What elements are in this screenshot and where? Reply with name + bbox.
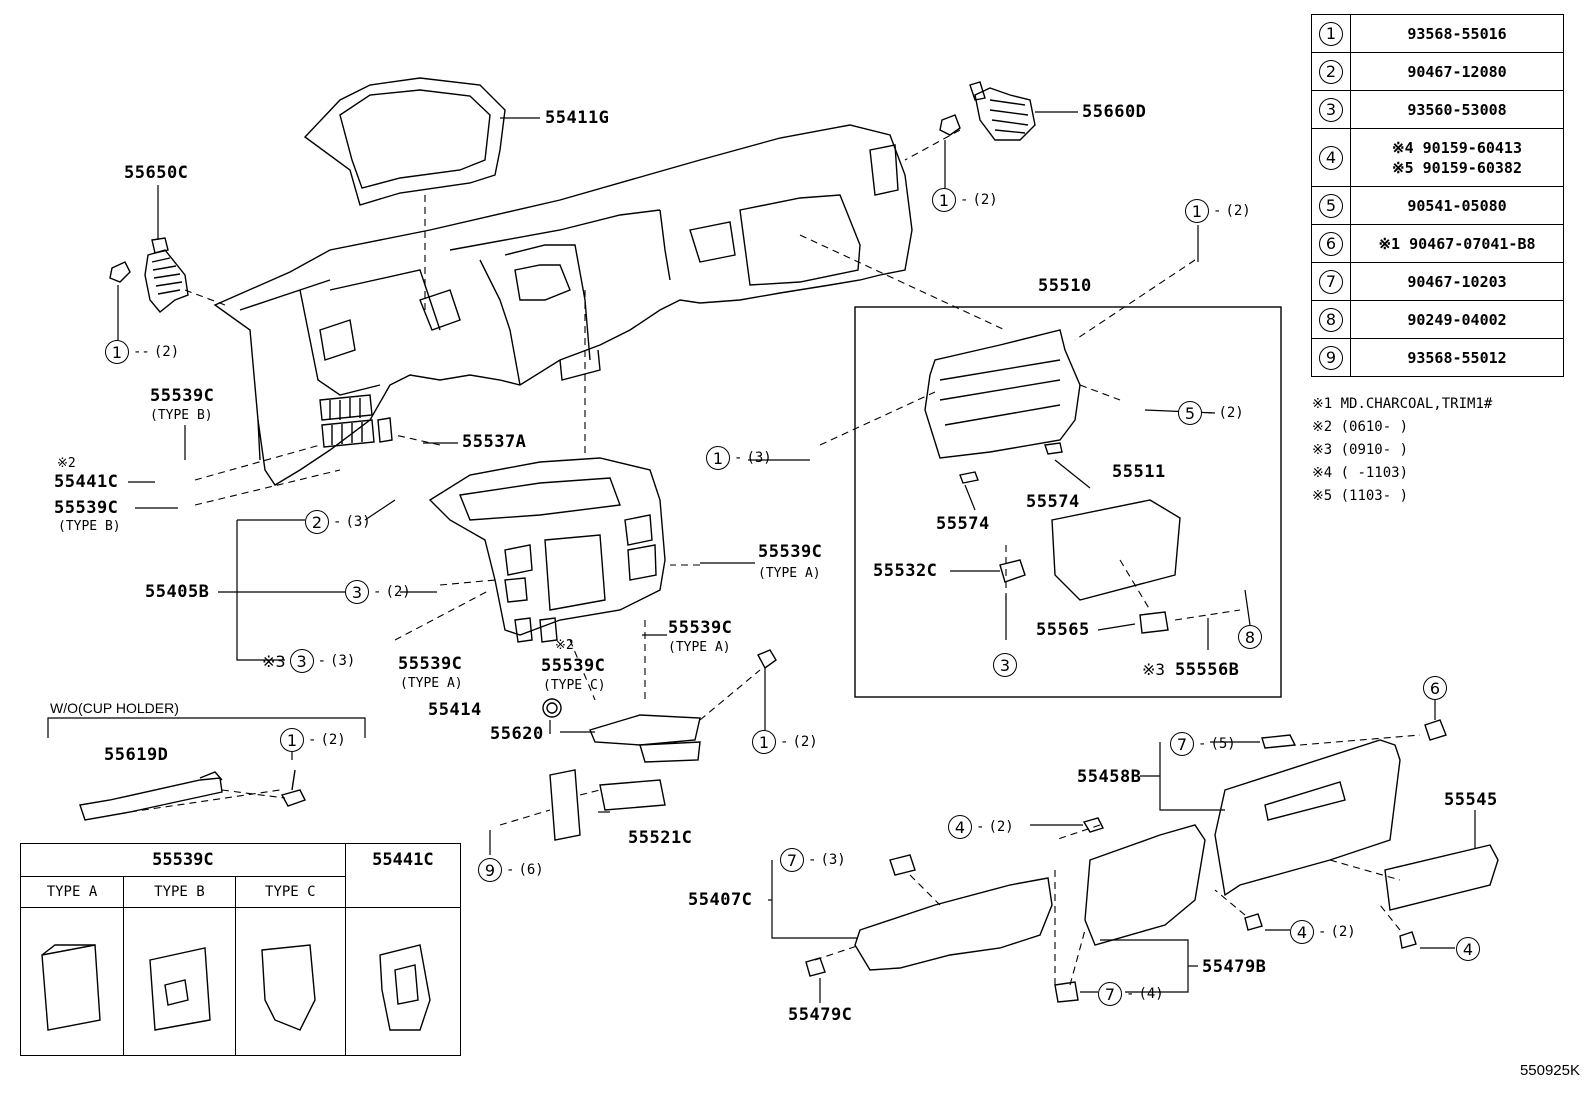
label-55539C-typea-3: 55539C bbox=[398, 654, 463, 674]
label-55539C-typeb-1: 55539C bbox=[150, 386, 215, 406]
ref-6: 6 bbox=[1423, 676, 1447, 700]
ref-4-a: 4 - (2) bbox=[948, 815, 1014, 839]
label-55479C: 55479C bbox=[788, 1005, 853, 1025]
ref-3-a: 3- (2) bbox=[345, 580, 411, 604]
label-55556B: 55556B bbox=[1175, 660, 1240, 680]
type-table-type-a: TYPE A bbox=[20, 876, 124, 908]
sublabel-typea-1: (TYPE A) bbox=[758, 566, 821, 581]
label-55539C-typeb-2: 55539C bbox=[54, 498, 119, 518]
footnotes: ※1 MD.CHARCOAL,TRIM1# ※2 (0610- ) ※3 (09… bbox=[1312, 393, 1492, 508]
type-table-type-b: TYPE B bbox=[123, 876, 236, 908]
label-55411G: 55411G bbox=[545, 108, 610, 128]
label-55537A: 55537A bbox=[462, 432, 527, 452]
ref-1-middle: 1- (3) bbox=[706, 446, 772, 470]
ref-4-b: 4 - (2) bbox=[1290, 920, 1356, 944]
sublabel-typec: (TYPE C) bbox=[543, 678, 606, 693]
type-b-cell bbox=[123, 907, 236, 1056]
label-55510: 55510 bbox=[1038, 276, 1092, 296]
ref-4-c: 4 bbox=[1456, 937, 1480, 961]
label-55539C-typea-2: 55539C bbox=[668, 618, 733, 638]
label-55539C-typec: 55539C bbox=[541, 656, 606, 676]
label-55574-b: 55574 bbox=[1026, 492, 1080, 512]
ref-7-c: 7- (4) bbox=[1098, 982, 1164, 1006]
label-55620: 55620 bbox=[490, 724, 544, 744]
note-mark-2b: ※2 bbox=[555, 638, 574, 653]
sublabel-typeb-1: (TYPE B) bbox=[150, 408, 213, 423]
label-55565: 55565 bbox=[1036, 620, 1090, 640]
type-table-header-55441C: 55441C bbox=[344, 843, 462, 908]
ref-8: 8 bbox=[1238, 625, 1262, 649]
dashboard-panel bbox=[213, 124, 913, 486]
ref-1-cup: 1- (2) bbox=[280, 728, 346, 752]
type-table-header-55539C: 55539C bbox=[20, 843, 346, 877]
leader-lines bbox=[47, 111, 1476, 1003]
note-mark-2a: ※2 bbox=[57, 456, 76, 471]
ref-1-low: 1- (2) bbox=[752, 730, 818, 754]
ref-1-left-vent: 1-- (2) bbox=[105, 340, 179, 364]
label-55650C: 55650C bbox=[124, 163, 189, 183]
label-55414: 55414 bbox=[428, 700, 482, 720]
ref-2: 2- (3) bbox=[305, 510, 371, 534]
ref-5: 5- (2) bbox=[1178, 401, 1244, 425]
ref-9: 9- (6) bbox=[478, 858, 544, 882]
sublabel-typeb-2: (TYPE B) bbox=[58, 519, 121, 534]
ref-1-top: 1- (2) bbox=[1185, 199, 1251, 223]
phantom-lines bbox=[129, 129, 1421, 986]
note-mark-3b: ※3 bbox=[1142, 660, 1166, 679]
lower-right-panels bbox=[805, 719, 1499, 1003]
55441C-cell bbox=[344, 907, 462, 1056]
vent-right bbox=[939, 81, 1036, 141]
footnote: ※5 (1103- ) bbox=[1312, 488, 1409, 504]
footnote: ※4 ( -1103) bbox=[1312, 465, 1409, 481]
ref-7-a: 7- (5) bbox=[1170, 732, 1236, 756]
ref-3-c: 3 bbox=[993, 653, 1017, 677]
vent-left bbox=[109, 237, 189, 313]
label-55619D: 55619D bbox=[104, 745, 169, 765]
footnote: ※1 MD.CHARCOAL,TRIM1# bbox=[1312, 396, 1493, 412]
type-table: 55539C 55441C TYPE A TYPE B TYPE C bbox=[20, 843, 462, 1056]
lower-console bbox=[542, 649, 777, 841]
diagram-code: 550925K bbox=[1519, 1062, 1580, 1079]
footnote: ※2 (0610- ) bbox=[1312, 419, 1409, 435]
label-55405B: 55405B bbox=[145, 582, 210, 602]
ref-1-right-vent: 1- (2) bbox=[932, 188, 998, 212]
cluster-hood bbox=[303, 77, 506, 206]
label-55574-a: 55574 bbox=[936, 514, 990, 534]
label-55458B: 55458B bbox=[1077, 767, 1142, 787]
label-55511: 55511 bbox=[1112, 462, 1166, 482]
legend-row: 4※4 90159-60413※5 90159-60382 bbox=[1311, 128, 1564, 187]
center-cluster-panel bbox=[428, 457, 666, 643]
cup-holder bbox=[79, 769, 306, 821]
label-55521C: 55521C bbox=[628, 828, 693, 848]
label-55539C-typea-1: 55539C bbox=[758, 542, 823, 562]
ref-7-b: 7 - (3) bbox=[780, 848, 846, 872]
footnote: ※3 (0910- ) bbox=[1312, 442, 1409, 458]
label-55441C: 55441C bbox=[54, 472, 119, 492]
label-55532C: 55532C bbox=[873, 561, 938, 581]
label-wo-cup-holder: W/O(CUP HOLDER) bbox=[50, 700, 179, 716]
legend-row: 6※1 90467-07041-B8 bbox=[1311, 224, 1564, 263]
label-55407C: 55407C bbox=[688, 890, 753, 910]
type-table-type-c: TYPE C bbox=[234, 876, 346, 908]
sublabel-typea-3: (TYPE A) bbox=[400, 676, 463, 691]
label-55479B: 55479B bbox=[1202, 957, 1267, 977]
label-55545: 55545 bbox=[1444, 790, 1498, 810]
label-55660D: 55660D bbox=[1082, 102, 1147, 122]
box-55510 bbox=[854, 306, 1282, 698]
type-c-cell bbox=[234, 907, 346, 1056]
sublabel-typea-2: (TYPE A) bbox=[668, 640, 731, 655]
type-a-cell bbox=[20, 907, 124, 1056]
